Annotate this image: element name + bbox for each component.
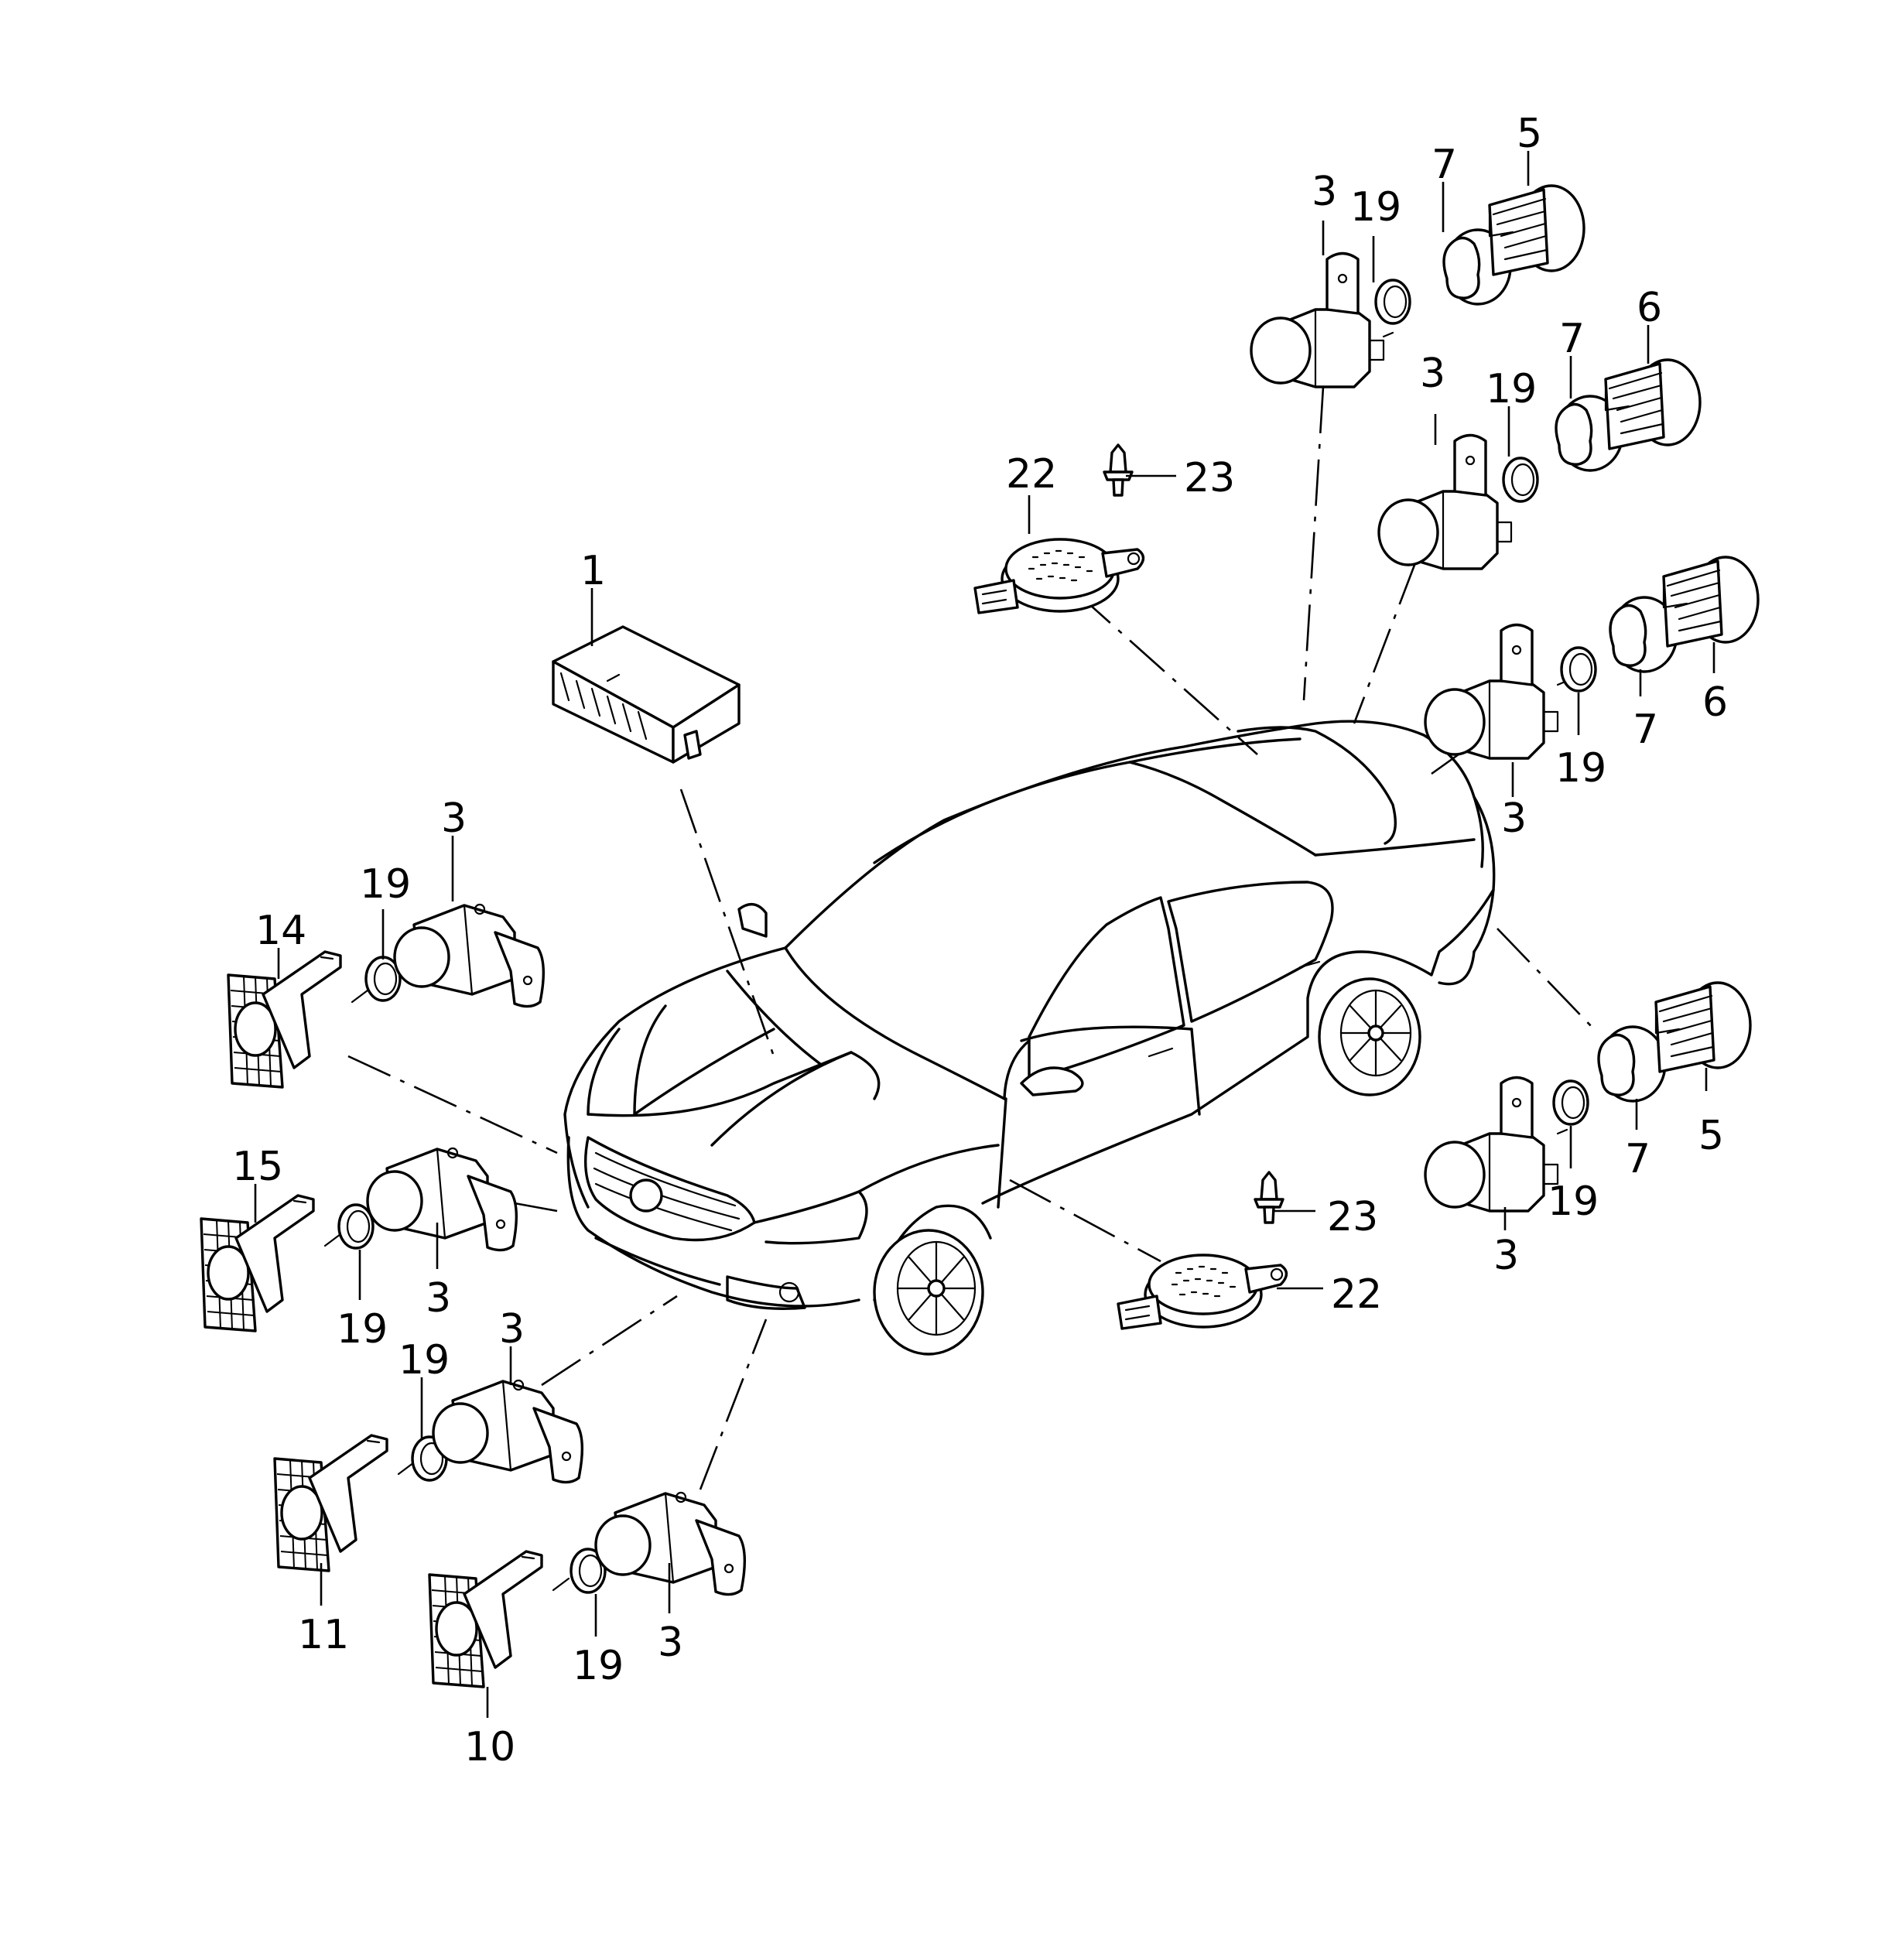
- label-holder: 7: [1633, 706, 1658, 753]
- label-sensor: 3: [426, 1275, 451, 1322]
- label-sensor: 3: [1312, 169, 1337, 215]
- front-sensor-stack-15[interactable]: [200, 1147, 518, 1332]
- label-bracket: 14: [255, 908, 306, 954]
- label-ring: 19: [337, 1306, 388, 1353]
- part-number-labels: 1 3 19 7 5 3 19 7 6 3 19 7 6 3 19 7 5 22…: [232, 111, 1728, 1770]
- label-ring: 19: [1555, 745, 1606, 792]
- label-cap: 5: [1517, 111, 1542, 157]
- label-bracket: 15: [232, 1144, 283, 1190]
- clip-rivet-rear[interactable]: [1103, 443, 1134, 497]
- rear-sensor-stack-1[interactable]: [1250, 184, 1585, 388]
- warning-buzzer-front[interactable]: [1117, 1254, 1288, 1330]
- vehicle-outline: [563, 720, 1496, 1356]
- rear-sensor-stack-2[interactable]: [1377, 358, 1702, 570]
- clip-rivet-front[interactable]: [1254, 1171, 1284, 1224]
- label-ring: 19: [1350, 184, 1401, 231]
- front-sensor-stack-11[interactable]: [273, 1379, 584, 1572]
- label-buzzer: 22: [1006, 451, 1057, 498]
- label-ring: 19: [573, 1643, 624, 1689]
- label-rivet: 23: [1184, 455, 1235, 501]
- label-leaders: [254, 151, 1715, 1718]
- label-ring: 19: [360, 861, 411, 908]
- rear-sensor-stack-4[interactable]: [1424, 981, 1752, 1213]
- label-sensor: 3: [1420, 351, 1445, 397]
- label-holder: 7: [1432, 142, 1457, 188]
- label-sensor: 3: [1493, 1233, 1519, 1279]
- label-sensor: 3: [1501, 795, 1527, 842]
- label-cap: 5: [1698, 1113, 1724, 1159]
- front-sensor-stack-14[interactable]: [227, 903, 546, 1089]
- label-sensor: 3: [499, 1306, 525, 1353]
- label-ring: 19: [398, 1337, 450, 1384]
- rear-sensor-stack-3[interactable]: [1424, 556, 1760, 760]
- label-sensor: 3: [441, 795, 467, 842]
- label-cap: 6: [1702, 679, 1728, 726]
- front-sensor-stack-10[interactable]: [428, 1491, 747, 1688]
- label-cap: 6: [1637, 285, 1662, 331]
- label-rivet: 23: [1327, 1194, 1378, 1240]
- parking-aid-control-unit[interactable]: [552, 625, 741, 764]
- label-control-unit: 1: [580, 548, 606, 594]
- warning-buzzer-rear[interactable]: [973, 538, 1145, 614]
- label-holder: 7: [1625, 1136, 1650, 1182]
- label-bracket: 11: [298, 1612, 349, 1658]
- label-buzzer: 22: [1331, 1271, 1382, 1318]
- label-holder: 7: [1559, 316, 1585, 362]
- label-sensor: 3: [658, 1620, 683, 1666]
- label-ring: 19: [1548, 1178, 1599, 1225]
- leader-lines: [347, 386, 1595, 1490]
- label-ring: 19: [1486, 366, 1537, 412]
- label-bracket: 10: [464, 1724, 515, 1770]
